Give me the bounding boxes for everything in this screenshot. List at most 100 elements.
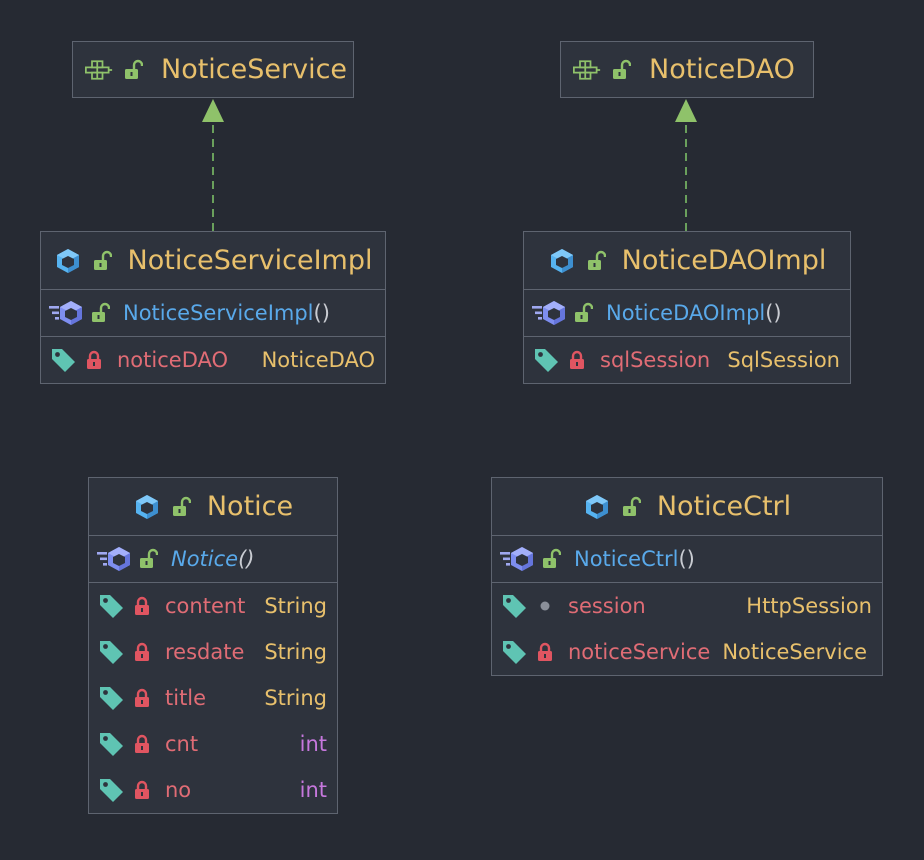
field-tag-icon	[97, 776, 125, 804]
fields-section: sqlSession SqlSession	[524, 336, 850, 383]
interface-box-notice-dao[interactable]: NoticeDAO	[560, 41, 814, 98]
public-unlock-icon	[137, 547, 159, 571]
constructor-name: NoticeServiceImpl	[123, 301, 314, 325]
field-row[interactable]: title String	[89, 675, 337, 721]
field-name: sqlSession	[600, 348, 711, 372]
public-unlock-icon	[621, 493, 641, 521]
class-box-notice-service-impl[interactable]: NoticeServiceImpl NoticeServiceImpl() no…	[40, 231, 386, 384]
field-type: NoticeService	[722, 640, 868, 664]
constructor-row[interactable]: NoticeServiceImpl()	[41, 290, 385, 336]
constructor-section: NoticeDAOImpl()	[524, 289, 850, 336]
interface-box-notice-service[interactable]: NoticeService	[72, 41, 354, 98]
field-row[interactable]: sqlSession SqlSession	[524, 337, 850, 383]
public-unlock-icon	[572, 301, 594, 325]
public-unlock-icon	[171, 493, 191, 521]
field-name: cnt	[165, 732, 199, 756]
field-tag-icon	[97, 730, 125, 758]
field-name: title	[165, 686, 207, 710]
field-tag-icon	[97, 684, 125, 712]
constructor-parens: ()	[678, 547, 695, 571]
constructor-row[interactable]: NoticeCtrl()	[492, 536, 882, 582]
field-name: content	[165, 594, 246, 618]
class-box-notice-dao-impl[interactable]: NoticeDAOImpl NoticeDAOImpl() sqlSession…	[523, 231, 851, 384]
constructor-name: NoticeDAOImpl	[606, 301, 766, 325]
implements-arrow-dao	[675, 99, 697, 231]
field-name: session	[568, 594, 646, 618]
public-unlock-icon	[92, 247, 112, 275]
field-tag-icon	[500, 592, 528, 620]
private-lock-icon	[131, 778, 153, 802]
class-name: NoticeCtrl	[656, 491, 792, 522]
field-name: noticeService	[568, 640, 711, 664]
constructor-name: Notice	[171, 547, 239, 571]
field-type: String	[264, 686, 327, 710]
interface-header: NoticeService	[73, 42, 353, 97]
interface-name: NoticeService	[161, 54, 348, 85]
constructor-section: NoticeServiceImpl()	[41, 289, 385, 336]
field-row[interactable]: noticeDAO NoticeDAO	[41, 337, 385, 383]
field-type: int	[299, 732, 327, 756]
constructor-parens: ()	[313, 301, 330, 325]
constructor-section: NoticeCtrl()	[492, 535, 882, 582]
field-name: noticeDAO	[117, 348, 229, 372]
constructor-row[interactable]: Notice()	[89, 536, 337, 582]
interface-icon	[85, 56, 113, 84]
private-lock-icon	[131, 640, 153, 664]
constructor-parens: ()	[765, 301, 782, 325]
private-lock-icon	[566, 348, 588, 372]
interface-header: NoticeDAO	[561, 42, 813, 97]
field-row[interactable]: noticeService NoticeService	[492, 629, 882, 675]
constructor-icon	[97, 545, 131, 573]
class-box-notice[interactable]: Notice Notice() content String resdate S…	[88, 477, 338, 814]
public-unlock-icon	[586, 247, 606, 275]
field-row[interactable]: no int	[89, 767, 337, 813]
field-tag-icon	[49, 346, 77, 374]
class-name: Notice	[206, 491, 294, 522]
field-tag-icon	[97, 592, 125, 620]
constructor-icon	[500, 545, 534, 573]
constructor-row[interactable]: NoticeDAOImpl()	[524, 290, 850, 336]
interface-name: NoticeDAO	[649, 54, 795, 85]
class-name: NoticeDAOImpl	[621, 245, 827, 276]
constructor-icon	[49, 299, 83, 327]
private-lock-icon	[534, 640, 556, 664]
public-unlock-icon	[123, 56, 143, 84]
class-icon	[133, 493, 161, 521]
field-type: HttpSession	[746, 594, 872, 618]
class-icon	[583, 493, 611, 521]
package-dot-icon	[534, 594, 556, 618]
fields-section: content String resdate String title Stri…	[89, 582, 337, 813]
constructor-parens: ()	[238, 547, 255, 571]
class-header: NoticeDAOImpl	[524, 232, 850, 289]
class-box-notice-ctrl[interactable]: NoticeCtrl NoticeCtrl() session HttpSess…	[491, 477, 883, 676]
public-unlock-icon	[89, 301, 111, 325]
field-row[interactable]: resdate String	[89, 629, 337, 675]
field-tag-icon	[97, 638, 125, 666]
field-type: String	[264, 640, 327, 664]
constructor-icon	[532, 299, 566, 327]
fields-section: session HttpSession noticeService Notice…	[492, 582, 882, 675]
public-unlock-icon	[540, 547, 562, 571]
field-tag-icon	[500, 638, 528, 666]
class-icon	[548, 247, 576, 275]
constructor-name: NoticeCtrl	[574, 547, 679, 571]
field-type: NoticeDAO	[261, 348, 375, 372]
field-row[interactable]: session HttpSession	[492, 583, 882, 629]
field-type: int	[299, 778, 327, 802]
interface-icon	[573, 56, 601, 84]
field-name: resdate	[165, 640, 245, 664]
class-icon	[54, 247, 82, 275]
field-name: no	[165, 778, 192, 802]
field-type: SqlSession	[727, 348, 840, 372]
fields-section: noticeDAO NoticeDAO	[41, 336, 385, 383]
field-type: String	[264, 594, 327, 618]
field-row[interactable]: cnt int	[89, 721, 337, 767]
private-lock-icon	[131, 686, 153, 710]
class-header: Notice	[89, 478, 337, 535]
private-lock-icon	[131, 732, 153, 756]
implements-arrow-service	[202, 99, 224, 231]
constructor-section: Notice()	[89, 535, 337, 582]
field-row[interactable]: content String	[89, 583, 337, 629]
class-header: NoticeServiceImpl	[41, 232, 385, 289]
